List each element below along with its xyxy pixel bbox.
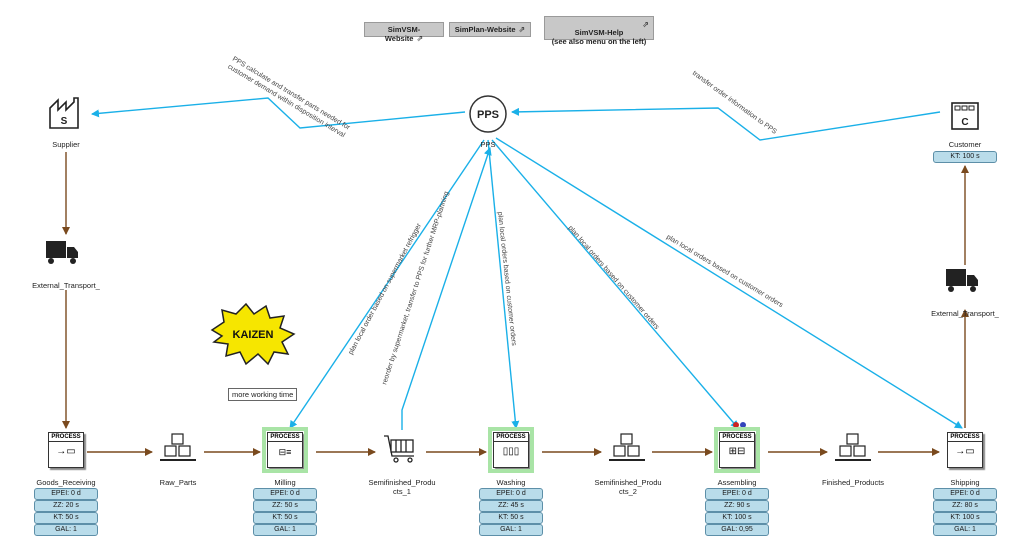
- goods-receiving-label: Goods_Receiving: [36, 478, 96, 487]
- milling-metric: GAL: 1: [253, 524, 317, 536]
- truck-icon-right[interactable]: [946, 269, 978, 292]
- washing-metric: ZZ: 45 s: [479, 500, 543, 512]
- info-flow-customer-to-pps: [511, 107, 941, 141]
- inventory-icon-raw-parts[interactable]: [160, 433, 196, 461]
- info-flow-pps-to-assembling: [491, 139, 739, 429]
- shipping-label: Shipping: [950, 478, 980, 487]
- process-heading: PROCESS: [948, 433, 982, 442]
- raw-parts-label: Raw_Parts: [159, 478, 197, 487]
- goods-receiving-metric: KT: 50 s: [34, 512, 98, 524]
- kaizen-note[interactable]: more working time: [228, 388, 298, 401]
- svg-text:S: S: [61, 116, 68, 127]
- goods-receiving-metric: ZZ: 20 s: [34, 500, 98, 512]
- goods-receiving-metric: GAL: 1: [34, 524, 98, 536]
- info-label-from-semi1: reorder by supermarket, transfer to PPS …: [381, 191, 450, 386]
- shipping-metric: KT: 100 s: [933, 512, 997, 524]
- svg-text:C: C: [961, 117, 968, 128]
- shipping-metric: ZZ: 80 s: [933, 500, 997, 512]
- info-flow-pps-to-supplier: [91, 97, 466, 129]
- assembly-icon: ⊞⊟: [728, 446, 746, 457]
- process-heading: PROCESS: [720, 433, 754, 442]
- info-label-to-assembling: plan local orders based on customer orde…: [566, 225, 660, 332]
- semifinished-1-label: Semifinished_Produ cts_1: [368, 478, 436, 496]
- milling-metric: ZZ: 50 s: [253, 500, 317, 512]
- customer-label: Customer: [948, 140, 982, 149]
- inventory-icon-finished-products[interactable]: [835, 433, 871, 461]
- assembling-metric: EPEI: 0 d: [705, 488, 769, 500]
- external-link-icon: ⇗: [518, 25, 526, 34]
- milling-label: Milling: [274, 478, 296, 487]
- process-heading: PROCESS: [268, 433, 302, 442]
- simplan-website-label: SimPlan-Website: [454, 25, 516, 34]
- customer-kt-metric: KT: 100 s: [933, 151, 997, 163]
- simplan-website-button[interactable]: SimPlan-Website⇗: [449, 22, 531, 37]
- process-icon-shipping[interactable]: PROCESS →▭: [947, 432, 983, 468]
- svg-text:KAIZEN: KAIZEN: [233, 329, 274, 341]
- pps-label: PPS: [480, 140, 496, 149]
- simvsm-help-button[interactable]: SimVSM-Help (see also menu on the left)⇗: [544, 16, 654, 46]
- info-flow-pps-to-milling: [289, 139, 485, 429]
- simvsm-website-button[interactable]: SimVSM-Website⇗: [364, 22, 444, 43]
- supplier-label: Supplier: [52, 140, 80, 149]
- arrow-box-icon: →▭: [56, 446, 76, 457]
- process-icon-goods-receiving[interactable]: PROCESS →▭: [48, 432, 84, 468]
- shipping-metric: GAL: 1: [933, 524, 997, 536]
- washing-metric: GAL: 1: [479, 524, 543, 536]
- assembling-metric: KT: 100 s: [705, 512, 769, 524]
- milling-metric: EPEI: 0 d: [253, 488, 317, 500]
- washing-metric: EPEI: 0 d: [479, 488, 543, 500]
- milling-metric: KT: 50 s: [253, 512, 317, 524]
- info-label-to-supplier: PPS calculate and transfer parts needed …: [226, 56, 352, 141]
- info-flow-semi1-to-pps: [401, 147, 492, 430]
- external-link-icon: ⇗: [642, 20, 649, 29]
- supermarket-icon-semifinished-1[interactable]: [384, 435, 414, 463]
- washing-label: Washing: [496, 478, 526, 487]
- truck-icon-left[interactable]: [46, 241, 78, 264]
- info-flow-pps-to-shipping: [495, 137, 963, 429]
- simvsm-website-label: SimVSM-Website: [384, 25, 421, 43]
- supplier-factory-icon[interactable]: S: [49, 97, 79, 129]
- process-heading: PROCESS: [49, 433, 83, 442]
- assembling-metric: GAL: 0,95: [705, 524, 769, 536]
- status-dot-blue: [740, 422, 746, 428]
- external-transport-left-label: External_Transport_: [32, 281, 100, 290]
- info-label-to-shipping: plan local orders based on customer orde…: [665, 234, 784, 310]
- pps-symbol: PPS: [477, 109, 499, 121]
- process-icon-washing[interactable]: PROCESS ▯▯▯: [488, 427, 534, 473]
- info-flow-pps-to-washing: [487, 139, 520, 429]
- kaizen-burst-icon[interactable]: KAIZEN: [210, 302, 296, 366]
- assembling-label: Assembling: [717, 478, 757, 487]
- washing-machine-icon: ▯▯▯: [502, 446, 520, 457]
- process-icon-assembling[interactable]: PROCESS ⊞⊟: [714, 427, 760, 473]
- finished-products-label: Finished_Products: [821, 478, 885, 487]
- process-heading: PROCESS: [494, 433, 528, 442]
- assembling-metric: ZZ: 90 s: [705, 500, 769, 512]
- customer-factory-icon[interactable]: C: [951, 102, 979, 130]
- process-icon-milling[interactable]: PROCESS ⊟≡: [262, 427, 308, 473]
- info-label-from-customer: transfer order information to PPS: [691, 70, 778, 136]
- shipping-metric: EPEI: 0 d: [933, 488, 997, 500]
- semifinished-2-label: Semifinished_Produ cts_2: [594, 478, 662, 496]
- washing-metric: KT: 50 s: [479, 512, 543, 524]
- simvsm-help-label: SimVSM-Help (see also menu on the left): [551, 28, 647, 46]
- inventory-icon-semifinished-2[interactable]: [609, 433, 645, 461]
- arrow-box-icon: →▭: [955, 446, 975, 457]
- status-dot-red: [733, 422, 739, 428]
- goods-receiving-metric: EPEI: 0 d: [34, 488, 98, 500]
- milling-machine-icon: ⊟≡: [278, 447, 292, 457]
- external-transport-right-label: External_Transport_: [931, 309, 999, 318]
- pps-node[interactable]: PPS: [469, 95, 507, 133]
- external-link-icon: ⇗: [416, 34, 424, 43]
